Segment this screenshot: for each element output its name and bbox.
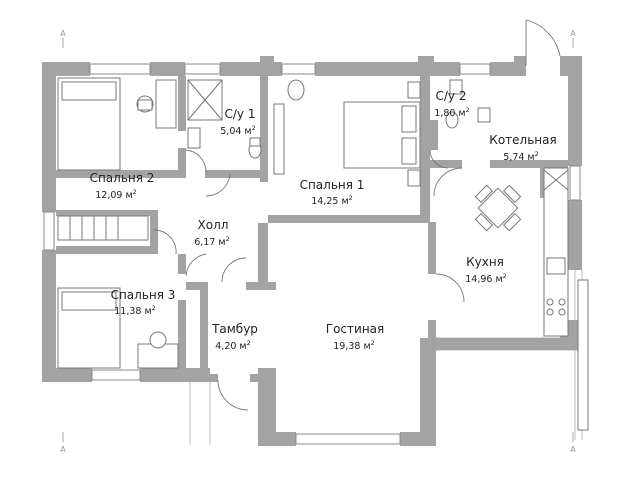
room-area-value-bathroom-1: 5,04 м [220,126,251,137]
room-area-value-kitchen: 14,96 м [465,274,502,285]
room-name-bathroom-2: С/у 2 [436,89,467,103]
interior-walls [56,76,568,382]
section-mark-bottom-right: А [570,445,576,454]
room-area-vestibule: 4,20 м2 [215,339,250,352]
room-name-kitchen: Кухня [466,255,504,269]
furniture [57,77,589,431]
room-area-value-boiler-room: 5,74 м [503,152,534,163]
room-name-bedroom-2: Спальня 2 [90,171,155,185]
room-name-bedroom-3: Спальня 3 [111,288,176,302]
room-area-unit-bedroom-1: 2 [349,194,353,202]
doors [153,19,561,411]
room-area-unit-kitchen: 2 [503,272,507,280]
room-area-value-living-room: 19,38 м [333,341,370,352]
room-name-bathroom-1: С/у 1 [225,107,256,121]
room-area-value-bathroom-2: 1,80 м [434,108,465,119]
room-area-unit-hall: 2 [226,235,230,243]
room-area-unit-living-room: 2 [371,339,375,347]
room-area-kitchen: 14,96 м2 [465,272,507,285]
room-area-value-bedroom-1: 14,25 м [311,196,348,207]
room-area-bedroom-3: 11,38 м2 [114,304,156,317]
exterior-walls [42,56,582,446]
room-area-bedroom-2: 12,09 м2 [95,188,137,201]
room-area-bathroom-2: 1,80 м2 [434,106,469,119]
room-area-boiler-room: 5,74 м2 [503,150,538,163]
room-area-unit-bedroom-3: 2 [152,304,156,312]
room-area-living-room: 19,38 м2 [333,339,375,352]
room-area-unit-boiler-room: 2 [535,150,539,158]
room-name-hall: Холл [198,218,229,232]
terrace-lines [189,270,583,445]
room-area-value-bedroom-2: 12,09 м [95,190,132,201]
section-marks: А А А А [60,29,576,454]
room-area-bedroom-1: 14,25 м2 [311,194,353,207]
room-area-unit-vestibule: 2 [247,339,251,347]
room-name-living-room: Гостиная [326,322,384,336]
section-mark-top-left: А [60,29,66,38]
room-name-bedroom-1: Спальня 1 [300,178,365,192]
room-area-unit-bathroom-2: 2 [466,106,470,114]
windows [43,63,581,445]
room-name-boiler-room: Котельная [489,133,556,147]
room-area-value-bedroom-3: 11,38 м [114,306,151,317]
room-area-hall: 6,17 м2 [194,235,229,248]
room-area-unit-bathroom-1: 2 [252,124,256,132]
room-area-bathroom-1: 5,04 м2 [220,124,255,137]
room-area-unit-bedroom-2: 2 [133,188,137,196]
room-labels: С/у 1 5,04 м2 С/у 2 1,80 м2 Котельная 5,… [90,89,557,352]
room-area-value-hall: 6,17 м [194,237,225,248]
section-mark-bottom-left: А [60,445,66,454]
room-area-value-vestibule: 4,20 м [215,341,246,352]
room-name-vestibule: Тамбур [211,322,258,336]
section-mark-top-right: А [570,29,576,38]
